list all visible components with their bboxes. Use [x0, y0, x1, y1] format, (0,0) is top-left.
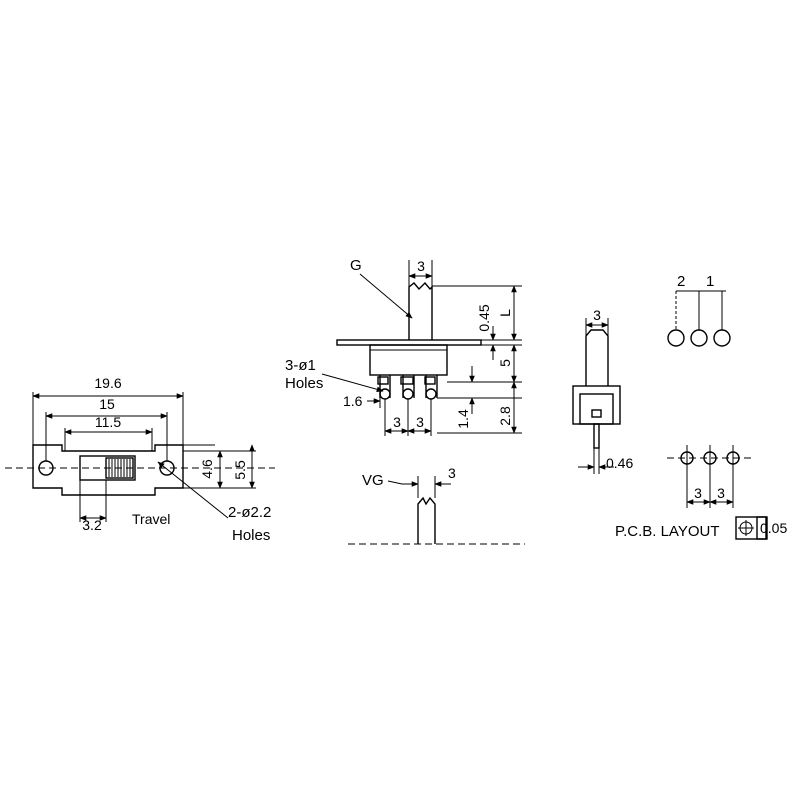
dim-pin-length: 2.8	[497, 406, 513, 426]
tolerance-frame	[735, 516, 767, 540]
end-dim-pin-thickness: 0.46	[606, 455, 633, 471]
dim-actuator-width: 3	[417, 258, 425, 274]
side-view: 3 G L 0.45 5 1.4 2.8 3-ø1 Holes 1	[285, 257, 522, 436]
schematic-label-1: 1	[706, 273, 714, 290]
pcb-dim-pitch-b: 3	[717, 485, 725, 501]
pcb-dim-pitch-a: 3	[694, 485, 702, 501]
dim-body-length: 11.5	[95, 414, 121, 430]
travel-label: Travel	[132, 511, 170, 527]
dim-overall-length: 19.6	[94, 375, 121, 391]
dim-pitch-b: 3	[416, 414, 424, 430]
mount-hole-word: Holes	[232, 527, 270, 544]
end-actuator	[585, 329, 609, 386]
dim-plate-thickness: 0.45	[476, 304, 492, 331]
schematic-terminal-a	[667, 329, 685, 347]
schematic-label-2: 2	[677, 273, 685, 290]
label-vg: VG	[362, 472, 384, 489]
mounting-plate	[336, 339, 482, 346]
dim-height-outer: 5.5	[232, 460, 248, 480]
end-view: 3 0.46	[572, 307, 633, 474]
dim-pitch-a: 3	[393, 414, 401, 430]
dim-pin-stub: 1.4	[455, 409, 471, 429]
schematic: 2 1	[667, 273, 731, 347]
position-tolerance-icon	[738, 520, 754, 536]
schematic-terminal-c	[713, 329, 731, 347]
slider-ridges	[108, 459, 131, 477]
pin-hole-callout: 3-ø1	[285, 357, 316, 374]
dim-height-inner: 4.6	[199, 459, 215, 479]
vg-view: VG 3	[348, 465, 525, 545]
front-view: 19.6 15 11.5 4.6 5.5 3.2 Travel 2-ø2.2 H…	[5, 375, 275, 544]
mount-hole-callout: 2-ø2.2	[228, 504, 271, 521]
pin-hole-word: Holes	[285, 375, 323, 392]
label-g: G	[350, 257, 362, 274]
slider-window	[79, 455, 136, 481]
label-l: L	[497, 309, 513, 317]
vg-actuator	[417, 496, 436, 544]
terminal-pins	[377, 375, 438, 400]
actuator-shaft	[408, 281, 433, 340]
dim-hole-spacing: 15	[99, 396, 115, 412]
pcb-layout-title: P.C.B. LAYOUT	[615, 523, 719, 540]
dim-body-height: 5	[497, 359, 513, 367]
dim-pin-offset: 1.6	[343, 393, 363, 409]
vg-dim-width: 3	[448, 465, 456, 481]
schematic-terminal-b	[690, 329, 708, 347]
end-dim-actuator-width: 3	[593, 307, 601, 323]
dim-slider-offset: 3.2	[82, 517, 102, 533]
end-pin	[593, 423, 600, 449]
slider-knob	[105, 457, 134, 479]
switch-housing	[369, 344, 448, 376]
pcb-layout: 3 3 P.C.B. LAYOUT 0.05	[615, 445, 787, 540]
pcb-tolerance-value: 0.05	[760, 520, 787, 536]
